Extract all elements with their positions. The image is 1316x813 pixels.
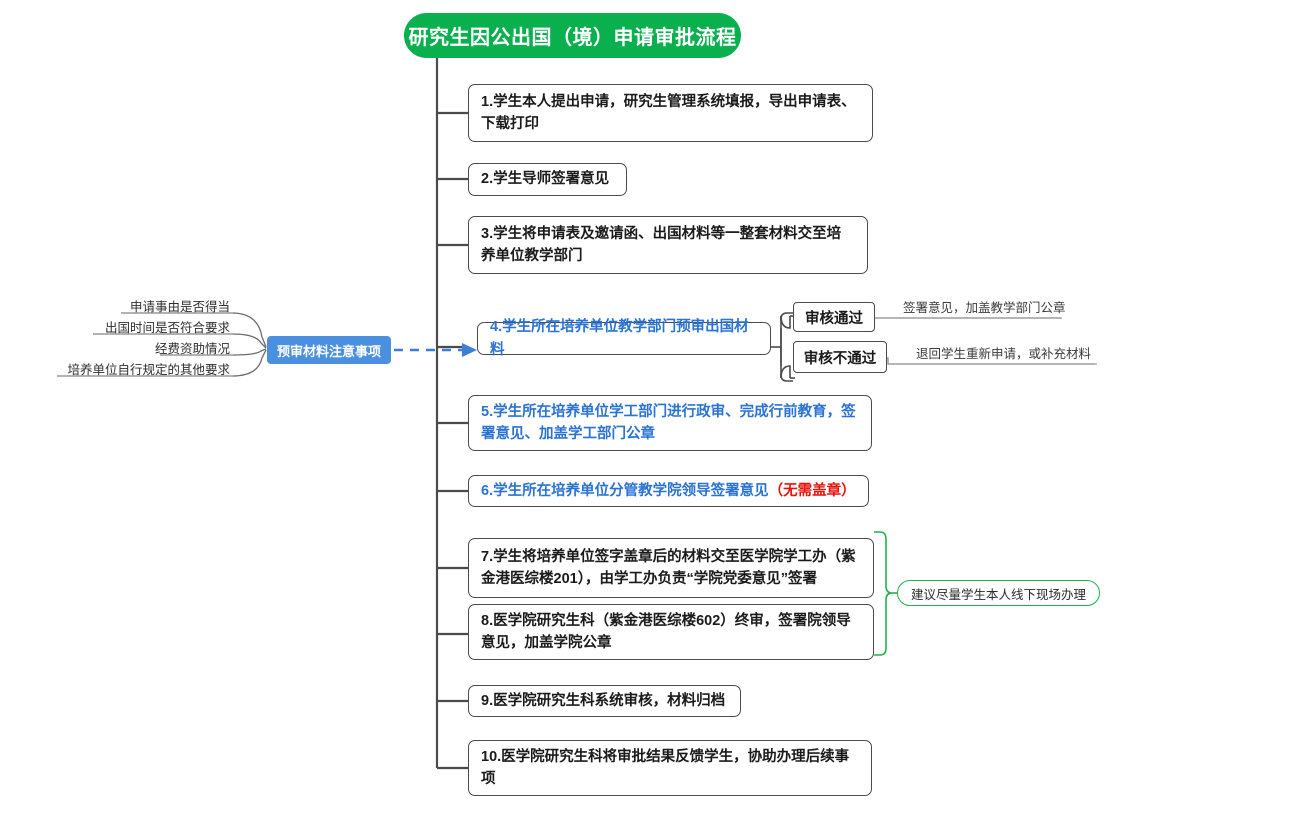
step-4-text: 4.学生所在培养单位教学部门预审出国材料 [490, 319, 749, 358]
step-9-text: 9.医学院研究生科系统审核，材料归档 [481, 692, 726, 709]
step-node-1[interactable]: 1.学生本人提出申请，研究生管理系统填报，导出申请表、下载打印 [468, 84, 873, 142]
side-annotation-text: 建议尽量学生本人线下现场办理 [911, 587, 1087, 602]
step-8-text: 8.医学院研究生科（紫金港医综楼602）终审，签署院领导意见，加盖学院公章 [481, 612, 851, 651]
branch-node-approved[interactable]: 审核通过 [793, 302, 875, 332]
step-node-8[interactable]: 8.医学院研究生科（紫金港医综楼602）终审，签署院领导意见，加盖学院公章 [468, 604, 874, 660]
prereview-note-title: 预审材料注意事项 [276, 343, 381, 359]
step-6-text: 6.学生所在培养单位分管教学院领导签署意见 [481, 482, 769, 499]
step-node-9[interactable]: 9.医学院研究生科系统审核，材料归档 [468, 685, 741, 717]
arrow-head [462, 343, 477, 357]
prereview-item-4: 培养单位自行规定的其他要求 [67, 363, 230, 377]
step-1-text: 1.学生本人提出申请，研究生管理系统填报，导出申请表、下载打印 [481, 93, 856, 132]
step-2-text: 2.学生导师签署意见 [481, 171, 610, 188]
step-node-10[interactable]: 10.医学院研究生科将审批结果反馈学生，协助办理后续事项 [468, 740, 872, 796]
prereview-note-box[interactable]: 预审材料注意事项 [267, 336, 391, 364]
step-5-text: 5.学生所在培养单位学工部门进行政审、完成行前教育，签署意见、加盖学工部门公章 [481, 403, 856, 442]
step-node-5[interactable]: 5.学生所在培养单位学工部门进行政审、完成行前教育，签署意见、加盖学工部门公章 [468, 395, 872, 451]
step-6-suffix: （无需盖章） [768, 482, 856, 499]
step-node-6[interactable]: 6.学生所在培养单位分管教学院领导签署意见（无需盖章） [468, 475, 869, 507]
outcome-label-rejected: 退回学生重新申请，或补充材料 [916, 347, 1092, 361]
outcome-label-approved: 签署意见，加盖教学部门公章 [903, 301, 1066, 315]
step-3-text: 3.学生将申请表及邀请函、出国材料等一整套材料交至培养单位教学部门 [481, 225, 842, 264]
step-7-text: 7.学生将培养单位签字盖章后的材料交至医学院学工办（紫金港医综楼201），由学工… [481, 548, 856, 587]
root-title-node[interactable]: 研究生因公出国（境）申请审批流程 [404, 13, 741, 58]
prereview-item-1: 申请事由是否得当 [129, 300, 230, 314]
step-10-text: 10.医学院研究生科将审批结果反馈学生，协助办理后续事项 [481, 748, 850, 787]
branch-approved-label: 审核通过 [805, 310, 863, 327]
side-annotation-offline[interactable]: 建议尽量学生本人线下现场办理 [897, 580, 1101, 606]
step-node-3[interactable]: 3.学生将申请表及邀请函、出国材料等一整套材料交至培养单位教学部门 [468, 216, 868, 274]
step-node-7[interactable]: 7.学生将培养单位签字盖章后的材料交至医学院学工办（紫金港医综楼201），由学工… [468, 538, 874, 598]
branch-rejected-label: 审核不通过 [803, 350, 877, 367]
prereview-item-2: 出国时间是否符合要求 [104, 321, 230, 335]
branch-node-rejected[interactable]: 审核不通过 [793, 341, 887, 373]
step-node-4[interactable]: 4.学生所在培养单位教学部门预审出国材料 [477, 319, 771, 358]
prereview-item-3: 经费资助情况 [154, 342, 230, 356]
root-title-text: 研究生因公出国（境）申请审批流程 [408, 27, 737, 49]
step-node-2[interactable]: 2.学生导师签署意见 [468, 163, 627, 196]
